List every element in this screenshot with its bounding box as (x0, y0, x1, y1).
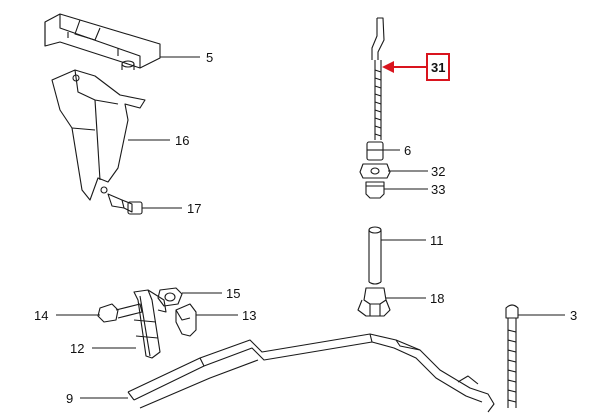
part-14-bolt (97, 303, 143, 323)
callout-14[interactable]: 14 (34, 308, 48, 323)
callout-9[interactable]: 9 (66, 391, 73, 406)
callout-31[interactable]: 31 (431, 60, 445, 75)
part-11-tube (368, 226, 382, 285)
part-6-sleeve (366, 141, 384, 161)
part-16-bracket (51, 69, 146, 201)
callout-5[interactable]: 5 (206, 50, 213, 65)
part-13-bracket (175, 303, 197, 337)
callout-labels: 5 16 17 31 6 32 33 11 18 15 14 13 12 3 9 (34, 50, 577, 406)
part-31-rod (371, 17, 385, 140)
callout-18[interactable]: 18 (430, 291, 444, 306)
callout-31-highlight (382, 53, 450, 81)
callout-12[interactable]: 12 (70, 341, 84, 356)
callout-11[interactable]: 11 (430, 233, 444, 248)
callout-32[interactable]: 32 (431, 164, 445, 179)
part-5-bracket (44, 13, 161, 70)
part-9-frame (127, 333, 495, 413)
callout-31-box[interactable] (426, 53, 450, 81)
callout-31-arrowhead (382, 61, 394, 73)
leader-lines (56, 56, 565, 399)
callout-15[interactable]: 15 (226, 286, 240, 301)
callout-6[interactable]: 6 (404, 143, 411, 158)
part-3-bolt (505, 304, 519, 408)
callout-16[interactable]: 16 (175, 133, 189, 148)
part-32-nut (359, 163, 391, 179)
callout-17[interactable]: 17 (187, 201, 201, 216)
part-15-nut (157, 287, 183, 307)
callout-3[interactable]: 3 (570, 308, 577, 323)
callout-13[interactable]: 13 (242, 308, 256, 323)
part-17-bolt (107, 193, 143, 215)
part-18-clip (357, 287, 391, 317)
part-12-clamp (133, 289, 167, 359)
callout-33[interactable]: 33 (431, 182, 445, 197)
part-33-cap (365, 181, 385, 199)
